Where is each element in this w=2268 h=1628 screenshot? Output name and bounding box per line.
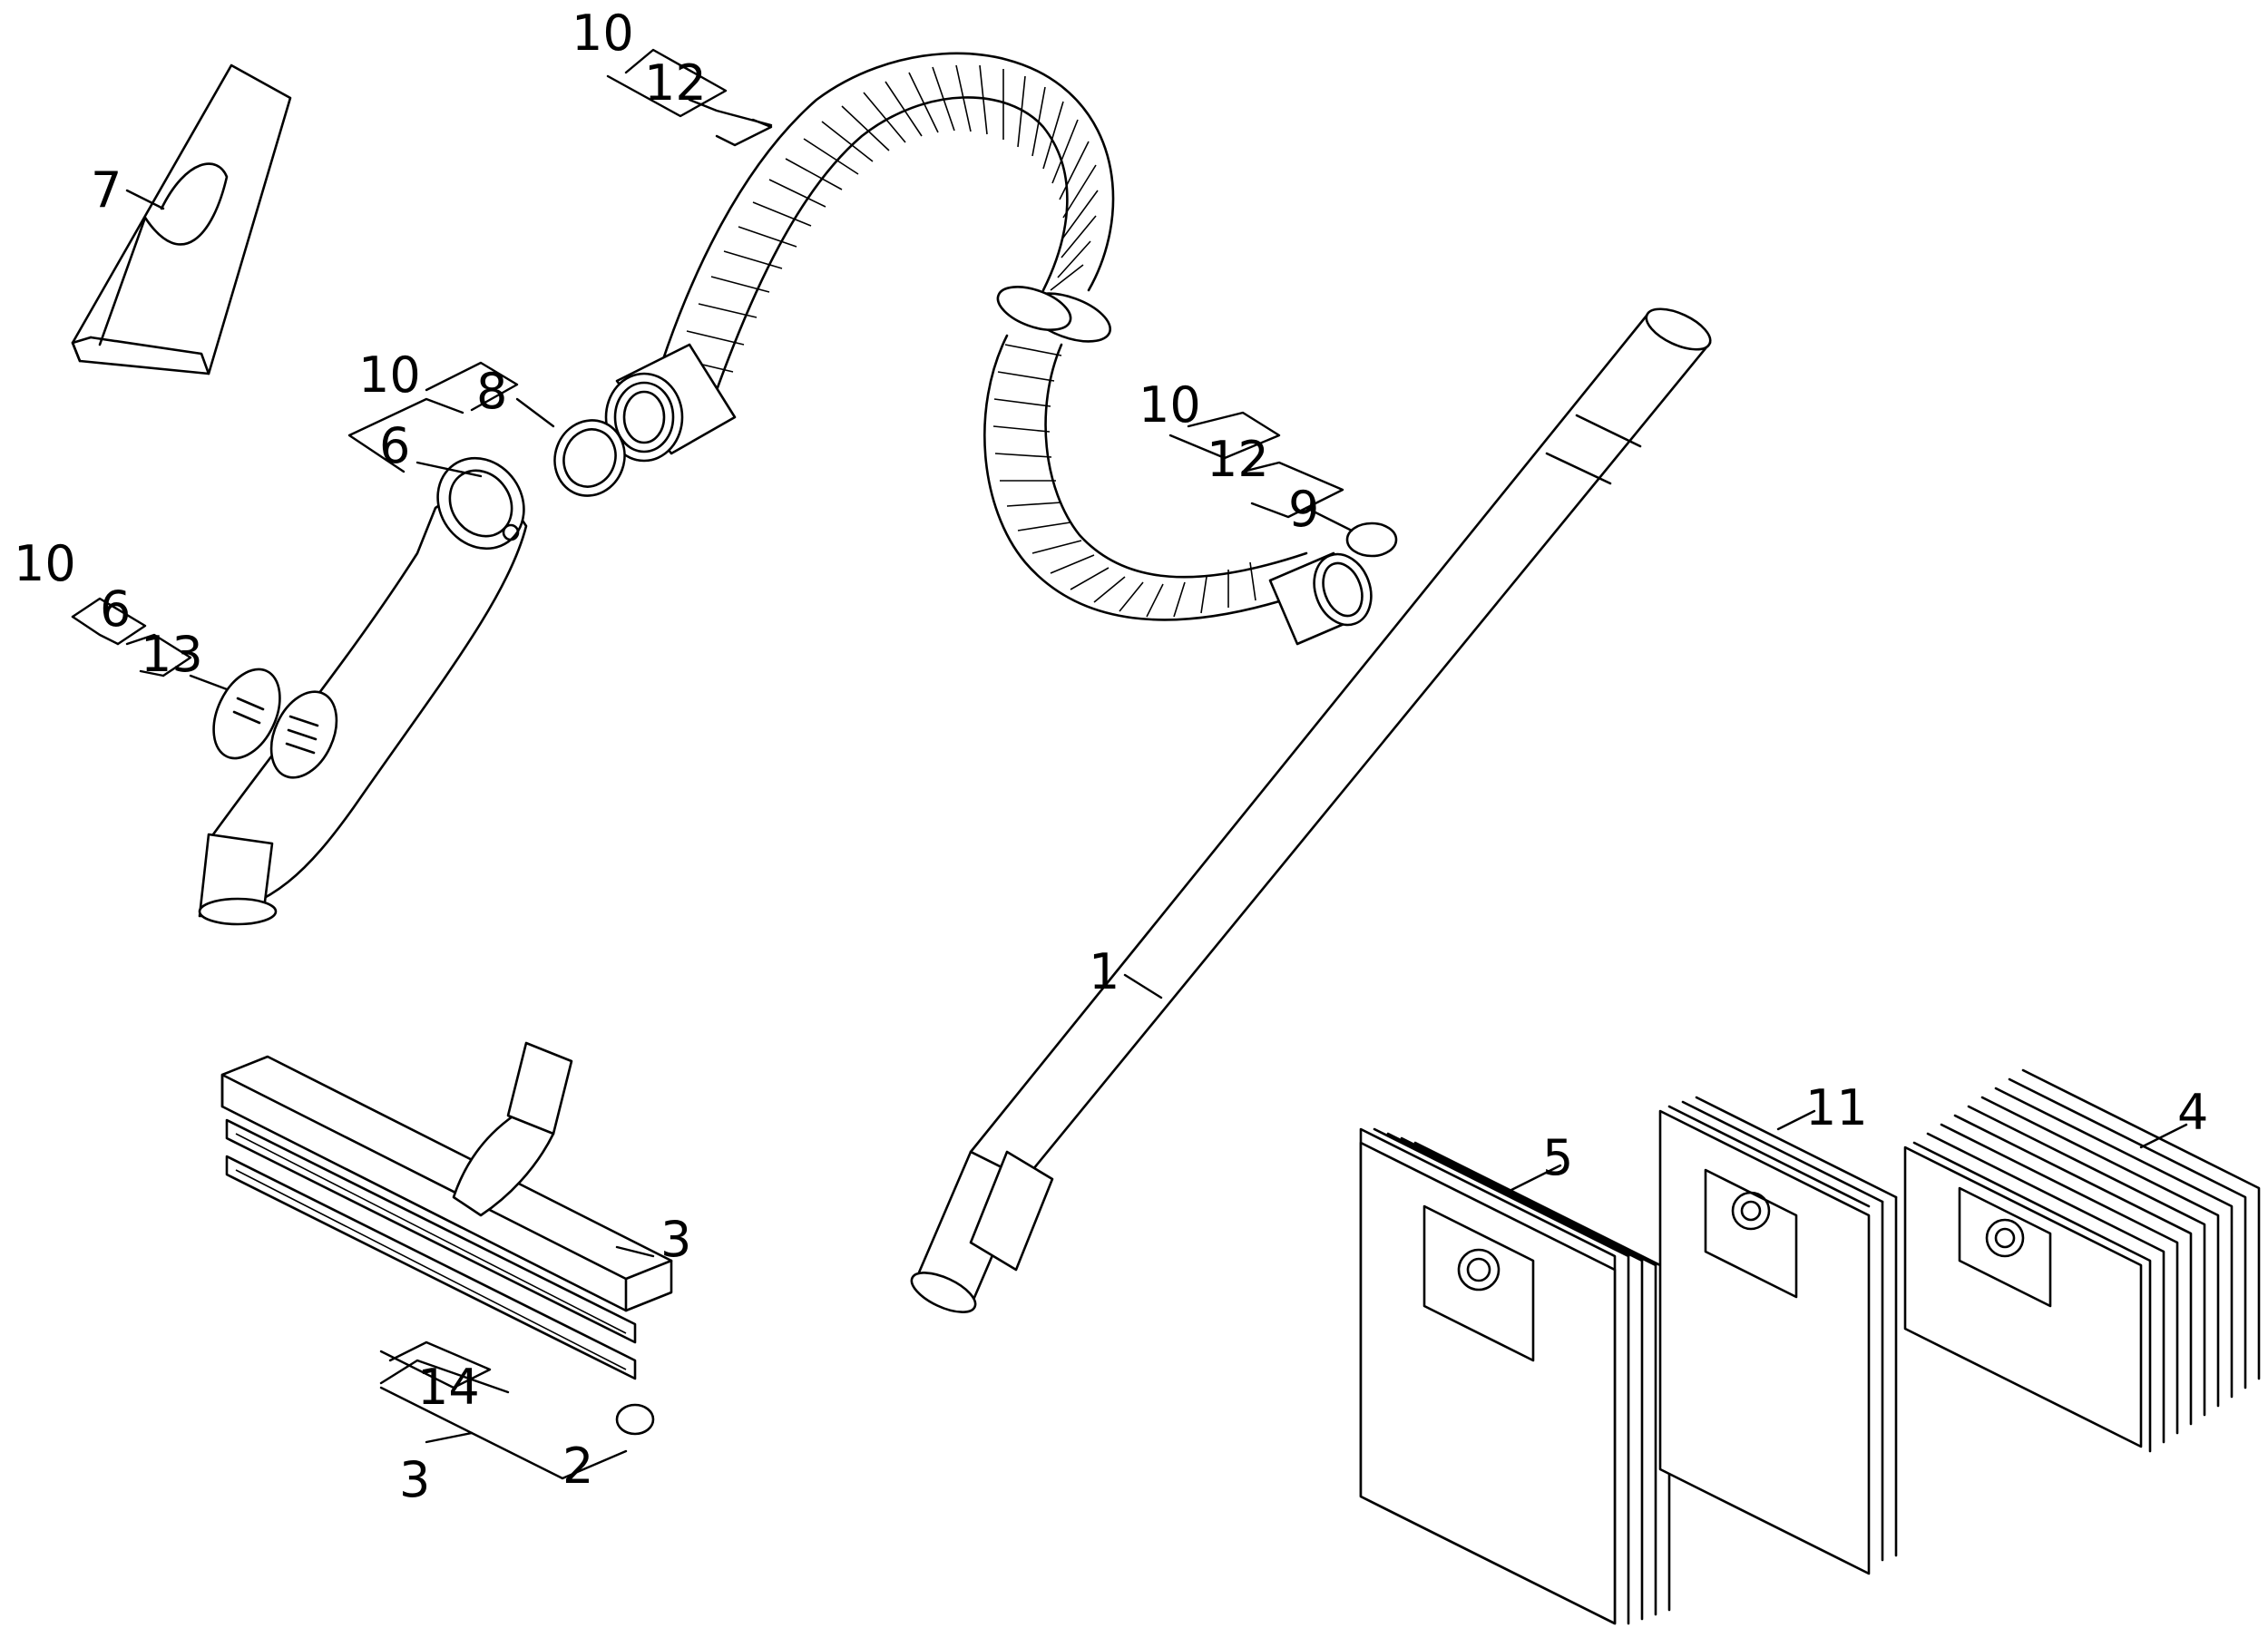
label-nozzle-3-top: 3 bbox=[660, 1211, 691, 1268]
leader-hose-a bbox=[606, 48, 773, 147]
label-handle-6: 6 bbox=[379, 417, 410, 474]
label-7: 7 bbox=[91, 161, 122, 219]
hose[interactable] bbox=[604, 52, 1381, 646]
ring[interactable] bbox=[544, 411, 635, 506]
leader-7 bbox=[125, 189, 165, 210]
label-bags-5: 5 bbox=[1542, 1129, 1573, 1186]
label-bags-11: 11 bbox=[1805, 1079, 1868, 1136]
label-hose-b-12: 12 bbox=[1207, 431, 1269, 488]
label-hose-a-12: 12 bbox=[644, 54, 707, 112]
floor-nozzle[interactable] bbox=[220, 1041, 673, 1436]
slide-button[interactable] bbox=[200, 658, 293, 768]
cap[interactable] bbox=[1345, 522, 1398, 558]
leader-4 bbox=[2139, 1123, 2188, 1149]
leader-handle bbox=[347, 361, 555, 478]
label-slide-13: 13 bbox=[141, 626, 203, 683]
handle-elbow[interactable] bbox=[198, 442, 542, 926]
label-slide-10: 10 bbox=[14, 535, 76, 592]
label-ring-8: 8 bbox=[476, 363, 507, 420]
label-nozzle-3-bottom: 3 bbox=[399, 1451, 430, 1508]
label-slide-6: 6 bbox=[100, 580, 131, 638]
label-roller-2: 2 bbox=[562, 1438, 593, 1495]
label-bags-4: 4 bbox=[2177, 1084, 2208, 1141]
leader-1 bbox=[1123, 973, 1163, 999]
hose-ribs bbox=[666, 64, 1256, 618]
leader-floor-nozzle bbox=[379, 1245, 655, 1480]
filter-bag-pack-4[interactable] bbox=[1903, 1068, 2261, 1453]
label-tube-1: 1 bbox=[1089, 943, 1119, 1000]
crevice-nozzle[interactable] bbox=[71, 63, 292, 375]
filter-bag-pack-11[interactable] bbox=[1658, 1096, 1898, 1575]
leader-5 bbox=[1504, 1164, 1562, 1194]
extension-tube[interactable] bbox=[906, 301, 1716, 1321]
label-hose-b-10: 10 bbox=[1139, 376, 1201, 434]
leader-hose-b bbox=[1168, 411, 1354, 532]
label-handle-10: 10 bbox=[358, 346, 421, 404]
label-hose-a-10: 10 bbox=[572, 5, 634, 62]
leader-slide bbox=[71, 597, 229, 691]
label-strip-14: 14 bbox=[417, 1359, 480, 1416]
leader-11 bbox=[1776, 1109, 1816, 1131]
label-cap-9: 9 bbox=[1288, 481, 1319, 538]
filter-bag-pack-5[interactable] bbox=[1359, 1127, 1671, 1625]
